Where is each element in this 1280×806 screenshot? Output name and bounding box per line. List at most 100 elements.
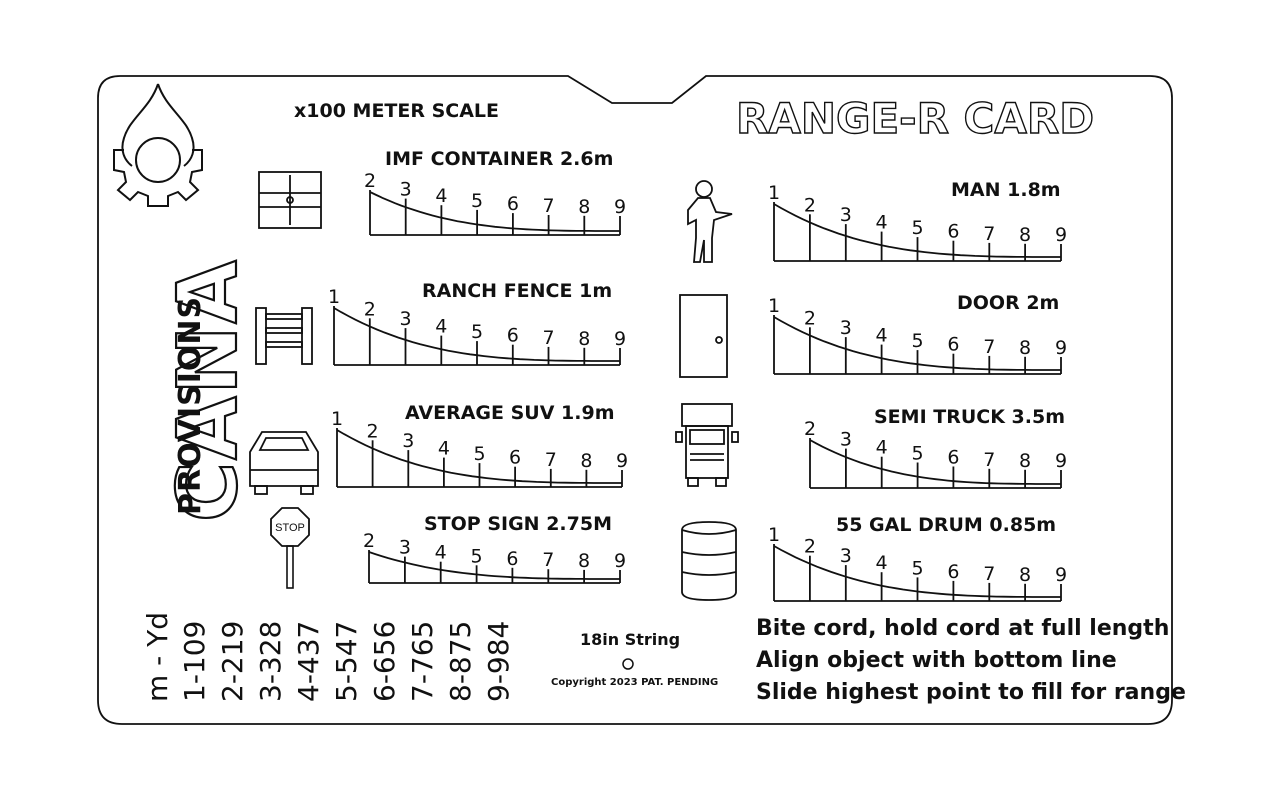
- scale-mark-label: 5: [471, 321, 483, 343]
- scale-mark-label: 4: [438, 438, 450, 460]
- scale-mark-label: 8: [1019, 564, 1031, 586]
- scale-mark-label: 3: [840, 545, 852, 567]
- scale-mark-label: 8: [578, 328, 590, 350]
- scale-mark-label: 7: [542, 327, 554, 349]
- card-title: RANGE-R CARD: [735, 94, 1095, 143]
- card-outline: [97, 75, 1173, 725]
- range-scale: 2 3 4 5 6 7 8 9: [804, 418, 1067, 489]
- scale-mark-label: 3: [400, 179, 412, 201]
- scale-mark-label: 9: [614, 196, 626, 218]
- scale-mark-label: 5: [911, 557, 923, 579]
- scale-mark-label: 3: [840, 317, 852, 339]
- scale-mark-label: 5: [471, 190, 483, 212]
- scale-mark-label: 9: [1055, 564, 1067, 586]
- scale-mark-label: 7: [542, 549, 554, 571]
- semi-truck-icon: [675, 403, 739, 487]
- scale-mark-label: 4: [876, 325, 888, 347]
- conversion-entry: 9-984: [482, 620, 515, 702]
- scale-mark-label: 6: [947, 447, 959, 469]
- scale-mark-label: 3: [399, 308, 411, 330]
- suv-icon: [249, 431, 319, 495]
- instruction-line: Align object with bottom line: [756, 648, 1117, 673]
- scale-mark-label: 5: [911, 217, 923, 239]
- scale-curve: [809, 439, 1061, 485]
- scale-mark-label: 9: [1055, 224, 1067, 246]
- instruction-line: Bite cord, hold cord at full length: [756, 616, 1170, 641]
- scale-curve: [369, 191, 620, 232]
- conversion-entry: 1-109: [178, 620, 211, 702]
- scale-mark-label: 8: [578, 550, 590, 572]
- conversion-entry: 7-765: [406, 620, 439, 702]
- scale-mark-label: 8: [580, 450, 592, 472]
- scale-mark-label: 5: [911, 330, 923, 352]
- scale-mark-label: 4: [876, 437, 888, 459]
- scale-mark-label: 9: [1055, 450, 1067, 472]
- scale-mark-label: 3: [399, 537, 411, 559]
- scale-mark-label: 7: [983, 223, 995, 245]
- range-scale: 1 2 3 4 5 6 7 8 9: [328, 286, 626, 366]
- scale-mark-label: 3: [840, 429, 852, 451]
- scale-mark-label: 5: [912, 443, 924, 465]
- scale-mark-label: 5: [473, 443, 485, 465]
- scale-mark-label: 8: [1019, 224, 1031, 246]
- conversion-entry: 4-437: [292, 620, 325, 702]
- scale-mark-label: 7: [983, 563, 995, 585]
- scale-mark-label: 7: [983, 336, 995, 358]
- conversion-entry: 2-219: [216, 620, 249, 702]
- scale-mark-label: 7: [545, 449, 557, 471]
- scale-mark-label: 1: [768, 295, 780, 317]
- scale-mark-label: 2: [804, 418, 816, 440]
- scale-mark-label: 7: [983, 449, 995, 471]
- conversion-header: m - Yd: [141, 611, 174, 702]
- row-label-semi-truck: SEMI TRUCK 3.5m: [874, 406, 1066, 428]
- scale-mark-label: 4: [435, 542, 447, 564]
- string-label: 18in String: [580, 630, 681, 649]
- scale-mark-label: 3: [402, 430, 414, 452]
- brand-subtitle: PROVISIONS: [173, 295, 208, 515]
- conversion-entry: 5-547: [330, 620, 363, 702]
- string-hole-icon: [622, 658, 634, 670]
- ranch-fence-icon: [255, 307, 313, 365]
- row-label-ranch-fence: RANCH FENCE 1m: [422, 280, 613, 302]
- scale-mark-label: 9: [614, 328, 626, 350]
- scale-mark-label: 6: [947, 221, 959, 243]
- range-scale: 2 3 4 5 6 7 8 9: [363, 530, 626, 584]
- scale-mark-label: 2: [804, 307, 816, 329]
- row-label-imf-container: IMF CONTAINER 2.6m: [385, 148, 614, 170]
- barrel-drum-icon: [681, 521, 737, 601]
- shipping-container-icon: [258, 171, 322, 229]
- man-silhouette-icon: [687, 180, 733, 263]
- scale-mark-label: 1: [768, 524, 780, 546]
- conversion-entry: 8-875: [444, 620, 477, 702]
- scale-mark-label: 2: [804, 536, 816, 558]
- scale-mark-label: 4: [435, 185, 447, 207]
- scale-mark-label: 8: [1019, 337, 1031, 359]
- scale-mark-label: 2: [804, 194, 816, 216]
- scale-mark-label: 2: [363, 530, 375, 552]
- row-label-55-gal-drum: 55 GAL DRUM 0.85m: [836, 514, 1057, 536]
- scale-curve: [368, 551, 620, 580]
- scale-mark-label: 1: [328, 286, 340, 308]
- scale-mark-label: 2: [364, 298, 376, 320]
- scale-mark-label: 9: [616, 450, 628, 472]
- scale-mark-label: 4: [876, 552, 888, 574]
- scale-mark-label: 9: [614, 550, 626, 572]
- scale-mark-label: 1: [331, 408, 343, 430]
- scale-mark-label: 4: [435, 316, 447, 338]
- copyright-text: Copyright 2023 PAT. PENDING: [551, 677, 719, 688]
- scale-mark-label: 6: [507, 325, 519, 347]
- scale-mark-label: 6: [506, 548, 518, 570]
- scale-mark-label: 6: [509, 447, 521, 469]
- row-label-door: DOOR 2m: [957, 292, 1060, 314]
- conversion-entry: 3-328: [254, 620, 287, 702]
- scale-mark-label: 5: [471, 545, 483, 567]
- scale-mark-label: 9: [1055, 337, 1067, 359]
- scale-mark-label: 8: [1019, 450, 1031, 472]
- scale-mark-label: 4: [876, 212, 888, 234]
- scale-mark-label: 2: [364, 170, 376, 192]
